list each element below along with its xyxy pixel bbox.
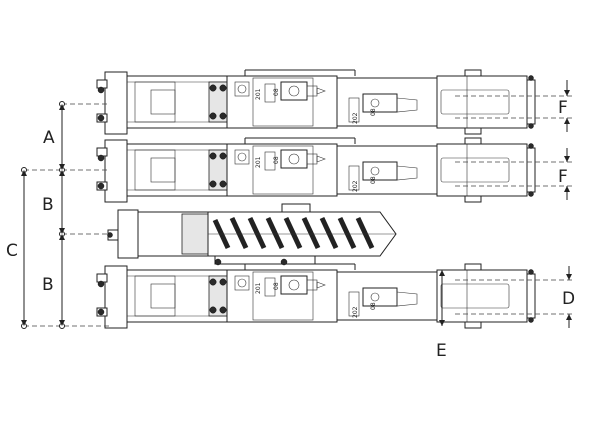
dimension-lines bbox=[21, 80, 575, 329]
code-202-unit-3: 202 bbox=[352, 306, 359, 318]
label-b-bottom: B bbox=[42, 275, 54, 295]
code-08b-unit-3: 08 bbox=[370, 302, 377, 310]
label-e: E bbox=[436, 341, 447, 361]
component-codes: 201 08 202 08 201 08 202 08 201 08 202 0… bbox=[255, 88, 377, 318]
code-08b-unit-2: 08 bbox=[370, 176, 377, 184]
code-201-unit-3: 201 bbox=[255, 282, 262, 294]
code-202-unit-2: 202 bbox=[352, 180, 359, 192]
hammer-unit-3 bbox=[96, 263, 536, 329]
code-08-unit-1: 08 bbox=[273, 88, 280, 96]
hammer-unit-1 bbox=[96, 69, 536, 135]
label-c: C bbox=[6, 241, 18, 261]
code-202-unit-1: 202 bbox=[352, 112, 359, 124]
hammer-unit-2 bbox=[96, 137, 536, 203]
code-08b-unit-1: 08 bbox=[370, 108, 377, 116]
label-a: A bbox=[43, 128, 55, 148]
code-201-unit-1: 201 bbox=[255, 88, 262, 100]
label-f-top: F bbox=[558, 98, 568, 118]
code-08-unit-3: 08 bbox=[273, 282, 280, 290]
label-b-top: B bbox=[42, 195, 54, 215]
code-201-unit-2: 201 bbox=[255, 156, 262, 168]
code-08-unit-2: 08 bbox=[273, 156, 280, 164]
chisel-tool bbox=[107, 203, 397, 266]
label-d: D bbox=[562, 289, 575, 309]
label-f-bottom: F bbox=[558, 167, 568, 187]
